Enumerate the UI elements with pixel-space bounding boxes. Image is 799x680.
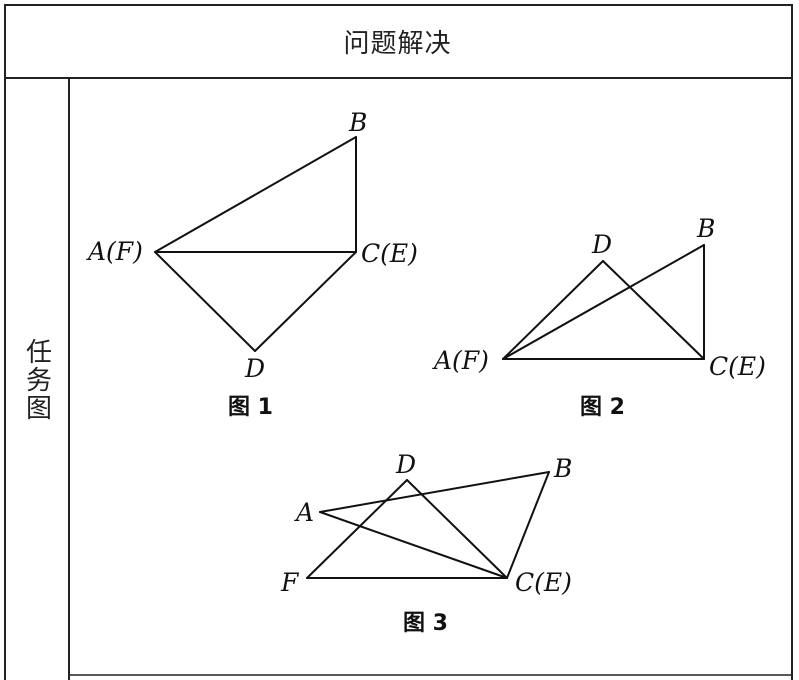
point-label-A: A <box>294 498 314 527</box>
figure-caption-3: 图 3 <box>403 611 448 636</box>
point-label-D: D <box>591 230 612 259</box>
figure-2: D B A(F) C(E) 图 2 <box>432 214 766 420</box>
segment-AD <box>154 251 256 352</box>
point-label-F: F <box>280 568 300 597</box>
figure-1: B A(F) C(E) D 图 1 <box>86 108 418 420</box>
segment-AB <box>502 244 705 360</box>
segment-AB <box>154 136 357 253</box>
segment-AB <box>319 471 550 513</box>
point-label-C-E: C(E) <box>709 352 766 381</box>
point-label-B: B <box>348 108 367 137</box>
segment-DC <box>602 260 705 360</box>
point-label-B: B <box>553 454 572 483</box>
segment-AD <box>502 260 604 360</box>
table-header-title: 问题解决 <box>343 28 452 59</box>
table-border <box>4 4 793 680</box>
figure-caption-1: 图 1 <box>228 395 273 420</box>
segment-DC <box>406 479 508 579</box>
point-label-D: D <box>395 450 416 479</box>
point-label-D: D <box>244 354 265 383</box>
segment-BC <box>506 471 550 579</box>
point-label-C-E: C(E) <box>515 568 572 597</box>
segment-FD <box>306 479 408 579</box>
point-label-A-F: A(F) <box>432 346 489 375</box>
point-label-C-E: C(E) <box>361 239 418 268</box>
segment-AC <box>319 511 508 579</box>
point-label-A-F: A(F) <box>86 237 143 266</box>
row-label-cell: 任务图 <box>6 80 68 680</box>
figure-3: D B A F C(E) 图 3 <box>280 450 572 636</box>
point-label-B: B <box>696 214 715 243</box>
segment-DC <box>254 251 357 352</box>
figure-caption-2: 图 2 <box>580 395 625 420</box>
row-label: 任务图 <box>21 338 52 422</box>
